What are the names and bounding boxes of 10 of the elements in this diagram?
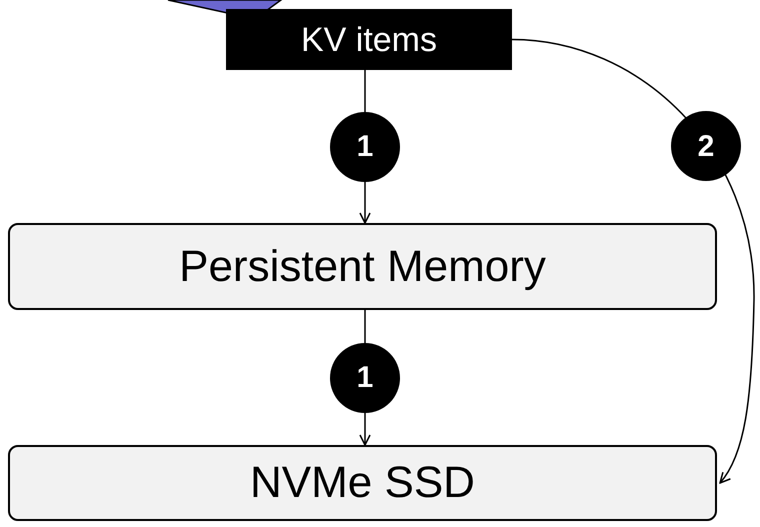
arrow (512, 38, 755, 484)
edge-label: 1 (330, 342, 400, 412)
edge-label: 2 (671, 111, 741, 181)
process-box (226, 9, 512, 70)
box-label: NVMe SSD (250, 461, 475, 505)
box-label: KV items (300, 22, 438, 56)
box-label: Persistent Memory (179, 244, 546, 288)
process-box (8, 445, 717, 521)
process-box (8, 223, 717, 310)
edge-label: 1 (330, 112, 400, 182)
